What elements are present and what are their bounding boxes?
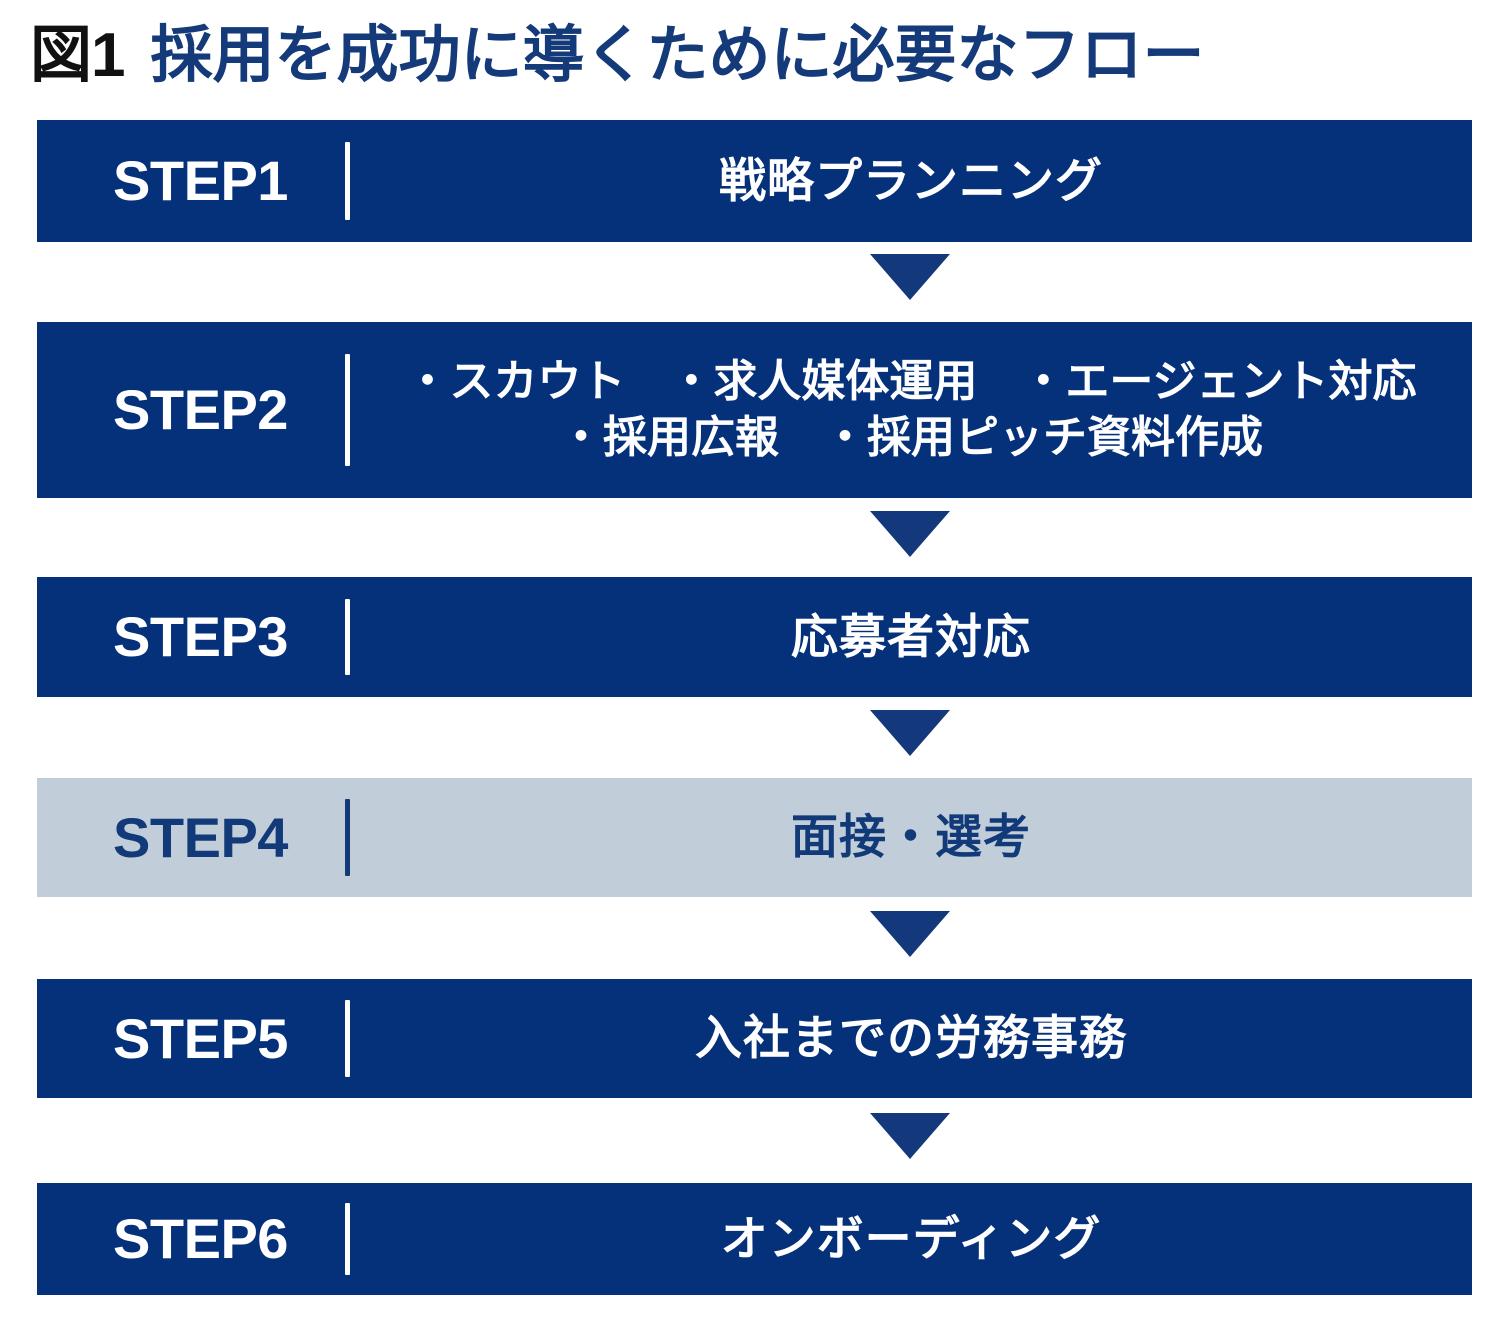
- step-row-6[interactable]: STEP6 オンボーディング: [37, 1183, 1472, 1295]
- step-row-1[interactable]: STEP1 戦略プランニング: [37, 120, 1472, 242]
- step-divider-3: [345, 598, 350, 676]
- step-label-2: STEP2: [113, 378, 288, 441]
- figure-title-text: 採用を成功に導くために必要なフロー: [150, 21, 1205, 90]
- step-divider-5: [345, 1000, 350, 1077]
- step-content-cell-2: ・スカウト ・求人媒体運用 ・エージェント対応 ・採用広報 ・採用ピッチ資料作成: [350, 322, 1472, 498]
- step-label-cell-3: STEP3: [37, 577, 350, 697]
- figure-number: 図1: [30, 21, 125, 90]
- step-label-cell-1: STEP1: [37, 120, 350, 242]
- step-text-1-line-1: 戦略プランニング: [719, 153, 1103, 207]
- step-label-cell-2: STEP2: [37, 322, 350, 498]
- step-content-cell-6: オンボーディング: [350, 1183, 1472, 1295]
- step-label-5: STEP5: [113, 1006, 288, 1070]
- arrow-down-icon-3: [870, 710, 950, 756]
- step-content-cell-4: 面接・選考: [350, 778, 1472, 897]
- step-label-3: STEP3: [113, 605, 288, 668]
- step-text-4-line-1: 面接・選考: [791, 810, 1031, 864]
- arrow-down-icon-1: [870, 254, 950, 300]
- arrow-down-icon-4: [870, 911, 950, 957]
- step-label-cell-5: STEP5: [37, 979, 350, 1098]
- step-divider-1: [345, 141, 350, 221]
- step-content-cell-5: 入社までの労務事務: [350, 979, 1472, 1098]
- step-row-3[interactable]: STEP3 応募者対応: [37, 577, 1472, 697]
- step-text-2-line-1: ・スカウト ・求人媒体運用 ・エージェント対応: [405, 356, 1417, 406]
- step-content-cell-1: 戦略プランニング: [350, 120, 1472, 242]
- page-title: 図1 採用を成功に導くために必要なフロー: [30, 10, 1470, 102]
- step-text-2-line-2: ・採用広報 ・採用ピッチ資料作成: [559, 413, 1263, 462]
- step-divider-2: [345, 353, 350, 467]
- step-row-5[interactable]: STEP5 入社までの労務事務: [37, 979, 1472, 1098]
- step-label-1: STEP1: [113, 149, 288, 212]
- step-label-4: STEP4: [113, 805, 288, 869]
- step-row-2[interactable]: STEP2 ・スカウト ・求人媒体運用 ・エージェント対応 ・採用広報 ・採用ピ…: [37, 322, 1472, 498]
- step-row-4[interactable]: STEP4 面接・選考: [37, 778, 1472, 897]
- step-text-3-line-1: 応募者対応: [791, 609, 1031, 663]
- step-text-5-line-1: 入社までの労務事務: [695, 1011, 1127, 1065]
- step-label-6: STEP6: [113, 1207, 288, 1270]
- step-label-cell-4: STEP4: [37, 778, 350, 897]
- step-divider-4: [345, 799, 350, 876]
- step-divider-6: [345, 1203, 350, 1275]
- arrow-down-icon-5: [870, 1113, 950, 1159]
- step-text-6-line-1: オンボーディング: [720, 1211, 1102, 1265]
- arrow-down-icon-2: [870, 511, 950, 557]
- step-label-cell-6: STEP6: [37, 1183, 350, 1295]
- step-content-cell-3: 応募者対応: [350, 577, 1472, 697]
